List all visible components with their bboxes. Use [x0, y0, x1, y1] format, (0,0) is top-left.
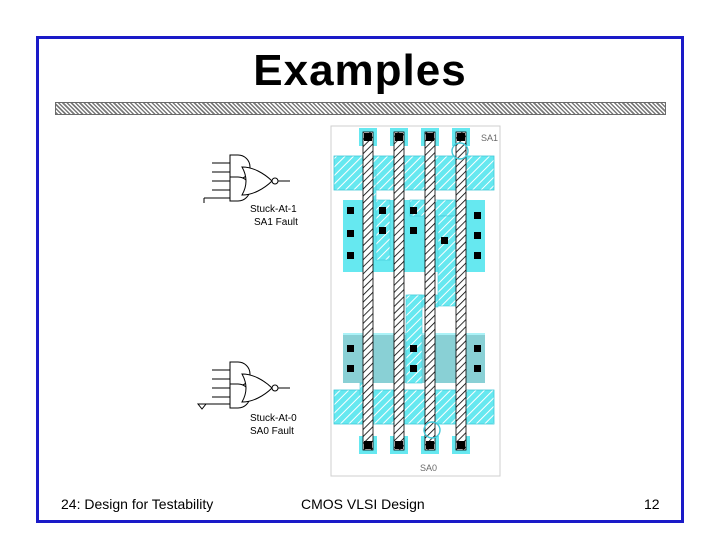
footer-course-name: CMOS VLSI Design	[301, 496, 425, 512]
footer-page-number: 12	[644, 496, 660, 512]
poly-gate-a	[362, 131, 374, 451]
slide-frame	[36, 36, 684, 523]
sa0-fault-marker	[423, 421, 441, 439]
layout-sa1-tag: SA1	[481, 133, 498, 143]
cell-layout	[330, 125, 501, 477]
gnd-rail	[333, 389, 495, 425]
slide-title: Examples	[253, 46, 467, 95]
layout-sa0-tag: SA0	[420, 463, 437, 473]
sa0-label-line1: Stuck-At-0	[250, 413, 297, 424]
poly-gate-c	[424, 131, 436, 451]
poly-gate-d	[455, 131, 467, 451]
sa1-fault-marker	[451, 142, 469, 160]
sa0-label-line2: SA0 Fault	[250, 426, 294, 437]
schematic-sa1	[203, 154, 290, 203]
poly-gate-b	[393, 131, 405, 451]
sa1-label-line1: Stuck-At-1	[250, 204, 297, 215]
title-underline-bar	[55, 102, 666, 115]
footer-course-title: 24: Design for Testability	[61, 496, 214, 512]
schematic-sa0	[196, 361, 290, 410]
sa1-label-line2: SA1 Fault	[254, 217, 298, 228]
vdd-rail	[333, 155, 495, 191]
